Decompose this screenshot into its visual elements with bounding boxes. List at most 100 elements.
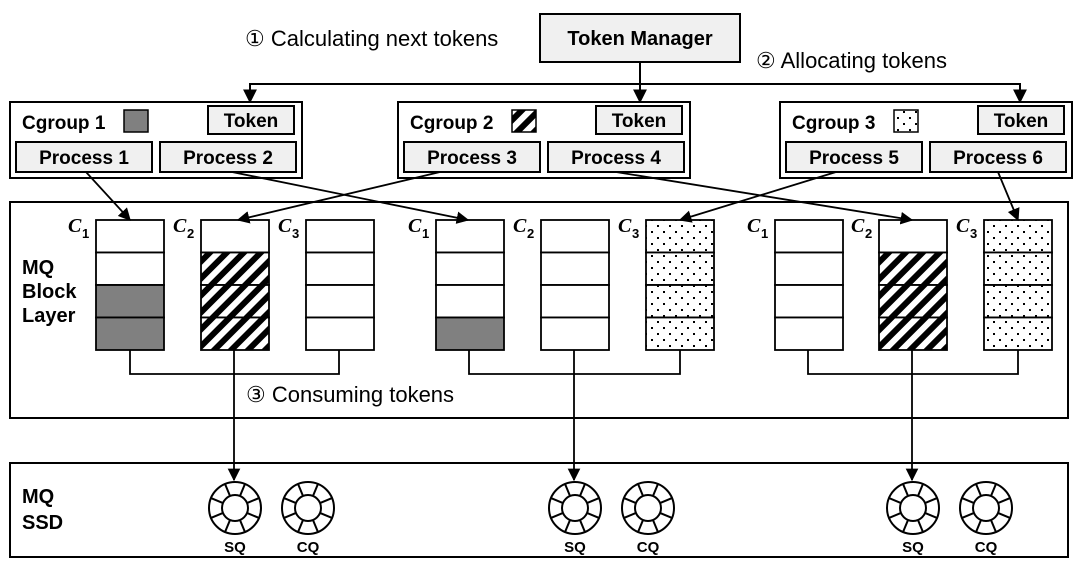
queue-label: C [408, 215, 422, 237]
submission-queue-ring [208, 481, 262, 535]
token-manager-label: Token Manager [567, 28, 712, 50]
queue-slot [878, 316, 948, 351]
queue-slot [200, 219, 270, 254]
ssd-label-line-1: MQ [22, 486, 54, 508]
queue-slot [645, 316, 715, 351]
queue-label: C [173, 215, 187, 237]
cgroup-name: Cgroup 3 [792, 113, 875, 134]
cgroup-name: Cgroup 1 [22, 113, 106, 134]
process-label: Process 4 [571, 148, 661, 169]
submission-queue-ring [886, 481, 940, 535]
queue-slot [878, 284, 948, 319]
process-label: Process 6 [953, 148, 1043, 169]
queue-slot [95, 219, 165, 254]
cgroup-pattern-swatch [123, 109, 149, 133]
cq-label: CQ [297, 539, 320, 556]
queue-slot [983, 219, 1053, 254]
queue-slot [95, 316, 165, 351]
queue-slot [200, 316, 270, 351]
token-label: Token [612, 111, 667, 132]
block-layer-box [9, 201, 1069, 419]
process-box [403, 141, 541, 173]
queue-slot [645, 251, 715, 286]
process-box [785, 141, 923, 173]
queue-label-subscript: 2 [527, 226, 534, 241]
token-box [977, 105, 1065, 135]
queue-label: C [956, 215, 970, 237]
queue-slot [95, 251, 165, 286]
cq-label: CQ [975, 539, 998, 556]
queue-slot [774, 316, 844, 351]
queue-slot [435, 251, 505, 286]
block-layer-label-line-3: Layer [22, 305, 76, 327]
queue-label-subscript: 3 [292, 226, 299, 241]
queue-label: C [278, 215, 292, 237]
queue-slot [200, 284, 270, 319]
block-layer-label: MQ Block Layer [22, 257, 77, 327]
process-label: Process 3 [427, 148, 517, 169]
process-to-queue-arrows [85, 171, 1020, 225]
queue-slot [200, 251, 270, 286]
queue-label-subscript: 1 [82, 226, 89, 241]
queue-slot [305, 316, 375, 351]
step-allocating-label: ② Allocating tokens [756, 48, 947, 73]
token-manager: Token Manager [539, 13, 741, 63]
queue-label-subscript: 1 [761, 226, 768, 241]
token-label: Token [224, 111, 279, 132]
queue-slot [878, 219, 948, 254]
completion-queue-ring [621, 481, 675, 535]
block-layer-label-line-1: MQ [22, 257, 54, 279]
queue-label: C [747, 215, 761, 237]
step-calculating-label: ① Calculating next tokens [245, 26, 498, 51]
process-label: Process 1 [39, 148, 129, 169]
queue-slot [435, 316, 505, 351]
queue-slot [540, 219, 610, 254]
queue-slot [540, 284, 610, 319]
queue-slot [878, 251, 948, 286]
ssd-label: MQ SSD [22, 486, 63, 534]
token-label: Token [994, 111, 1049, 132]
queue-label-subscript: 3 [970, 226, 977, 241]
queue-slot [983, 251, 1053, 286]
queue-slot [774, 284, 844, 319]
sq-label: SQ [902, 539, 924, 556]
queue-slot [645, 219, 715, 254]
queue-slot [95, 284, 165, 319]
queue-slot [774, 251, 844, 286]
queue-slot [540, 316, 610, 351]
ssd-label-line-2: SSD [22, 512, 63, 534]
queue-slot [774, 219, 844, 254]
queue-slot [305, 219, 375, 254]
queue-label-subscript: 2 [865, 226, 872, 241]
process-label: Process 5 [809, 148, 899, 169]
step-consuming-label: ③ Consuming tokens [246, 382, 454, 407]
process-box [15, 141, 153, 173]
process-label: Process 2 [183, 148, 273, 169]
queue-slot [983, 316, 1053, 351]
queue-label-subscript: 3 [632, 226, 639, 241]
queue-label: C [68, 215, 82, 237]
queue-slot [983, 284, 1053, 319]
queue-label: C [851, 215, 865, 237]
queue-slot [435, 219, 505, 254]
queue-slot [540, 251, 610, 286]
cgroup-pattern-swatch [511, 109, 537, 133]
completion-queue-ring [281, 481, 335, 535]
queue-label-subscript: 2 [187, 226, 194, 241]
sq-label: SQ [564, 539, 586, 556]
queue-label: C [513, 215, 527, 237]
submission-queue-ring [548, 481, 602, 535]
queue-slot [435, 284, 505, 319]
queue-label-subscript: 1 [422, 226, 429, 241]
